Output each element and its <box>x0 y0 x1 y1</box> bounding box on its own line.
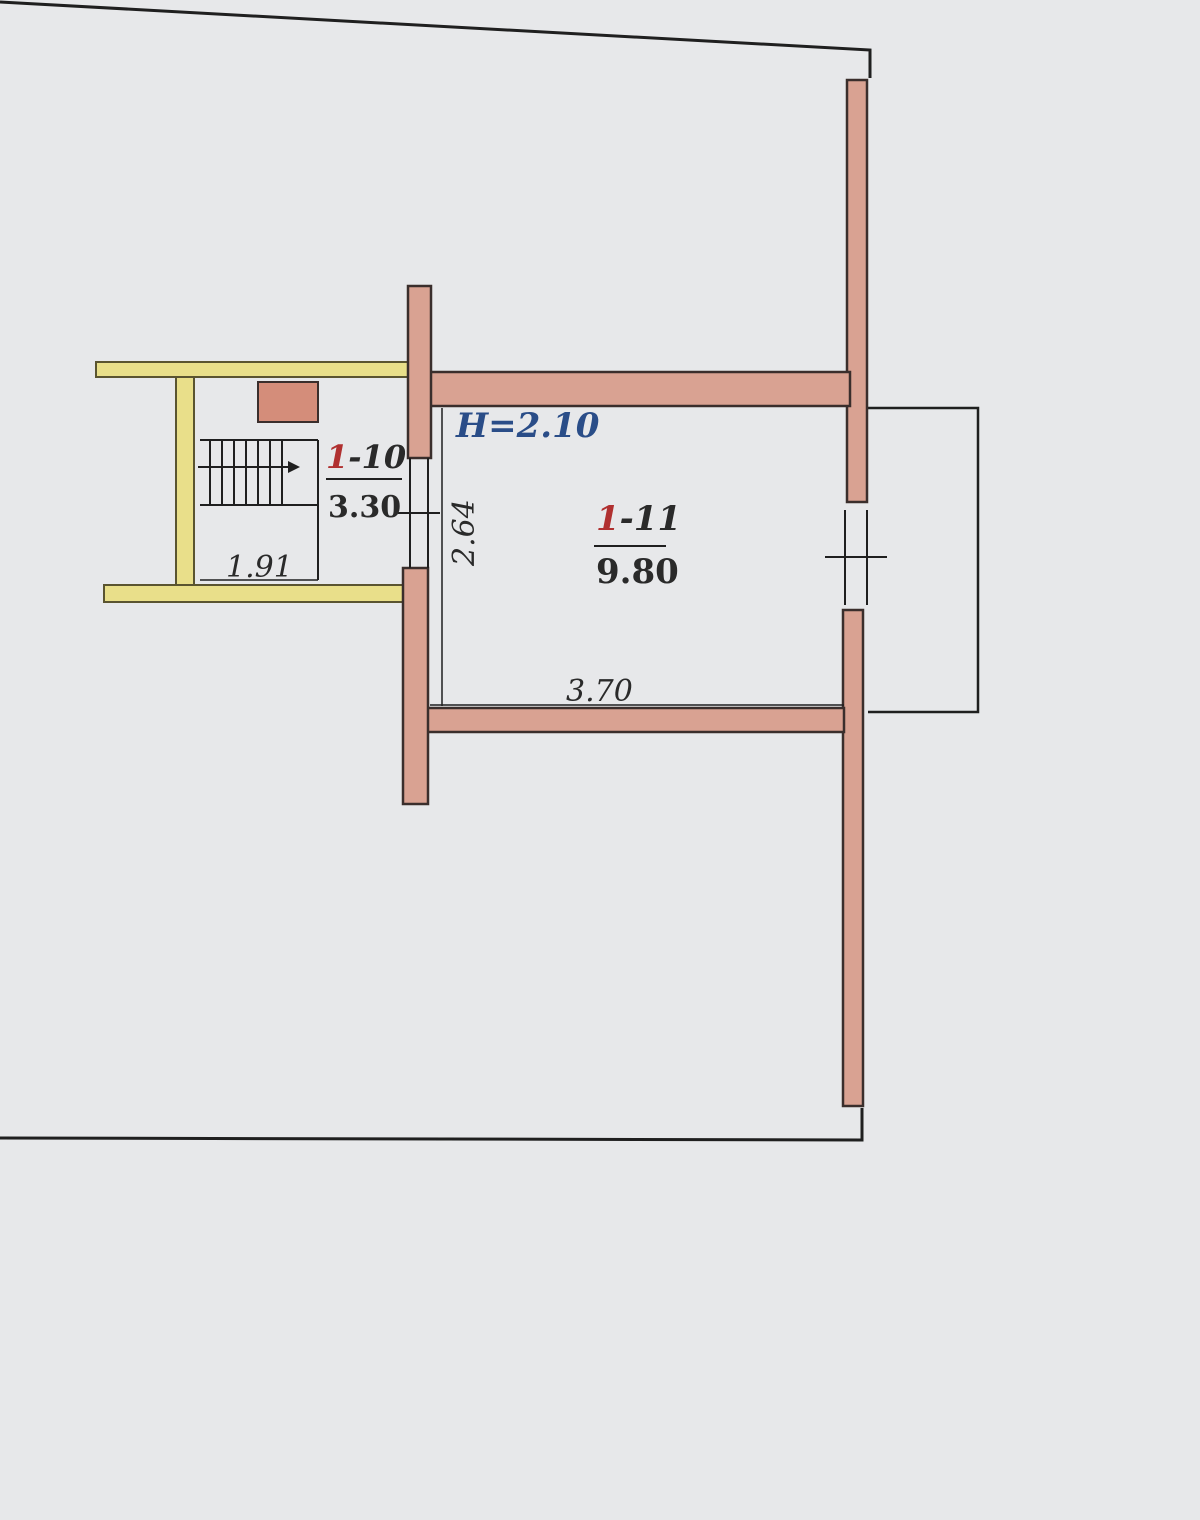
room-code-1-11: 1-11 <box>596 499 681 539</box>
stair-walls <box>95 361 419 603</box>
room-code-suffix: -11 <box>620 499 681 539</box>
room-area-1-10: 3.30 <box>328 490 401 525</box>
stair-steps <box>200 439 318 505</box>
stair-interior <box>198 381 319 580</box>
ceiling-height-label: H=2.10 <box>455 406 600 446</box>
brick-walls <box>401 78 869 1108</box>
stair-arrow-icon <box>288 461 300 473</box>
wall-room-left-upper <box>406 284 433 460</box>
window-opening <box>825 510 887 605</box>
room-code-prefix: 1 <box>596 499 620 539</box>
room-code-1-10: 1-10 <box>326 438 406 476</box>
stair-wall-top <box>95 361 419 378</box>
dimension-stair-width: 1.91 <box>226 550 293 585</box>
wall-main-right-upper <box>845 78 869 504</box>
stair-wall-left <box>175 376 195 586</box>
wall-room-left-lower <box>401 566 430 806</box>
balcony-outline <box>868 406 980 714</box>
room-code-suffix: -10 <box>348 438 406 476</box>
dimension-lines <box>200 408 844 706</box>
room-area-1-11: 9.80 <box>596 552 679 592</box>
wall-room-top <box>426 370 852 408</box>
dimension-room-width: 3.70 <box>566 674 633 709</box>
chimney-block <box>257 381 319 423</box>
outline-top-edge <box>0 0 872 78</box>
wall-room-bottom <box>422 706 846 734</box>
stair-wall-bottom <box>103 584 405 603</box>
outline-bottom-edge <box>0 1108 864 1142</box>
dimension-room-depth: 2.64 <box>447 499 482 567</box>
door-opening <box>398 458 440 568</box>
room-code-prefix: 1 <box>326 438 348 476</box>
building-outline <box>0 0 872 1142</box>
wall-main-right-lower <box>841 608 865 1108</box>
fraction-lines <box>326 478 666 547</box>
balcony-edge <box>868 406 980 714</box>
